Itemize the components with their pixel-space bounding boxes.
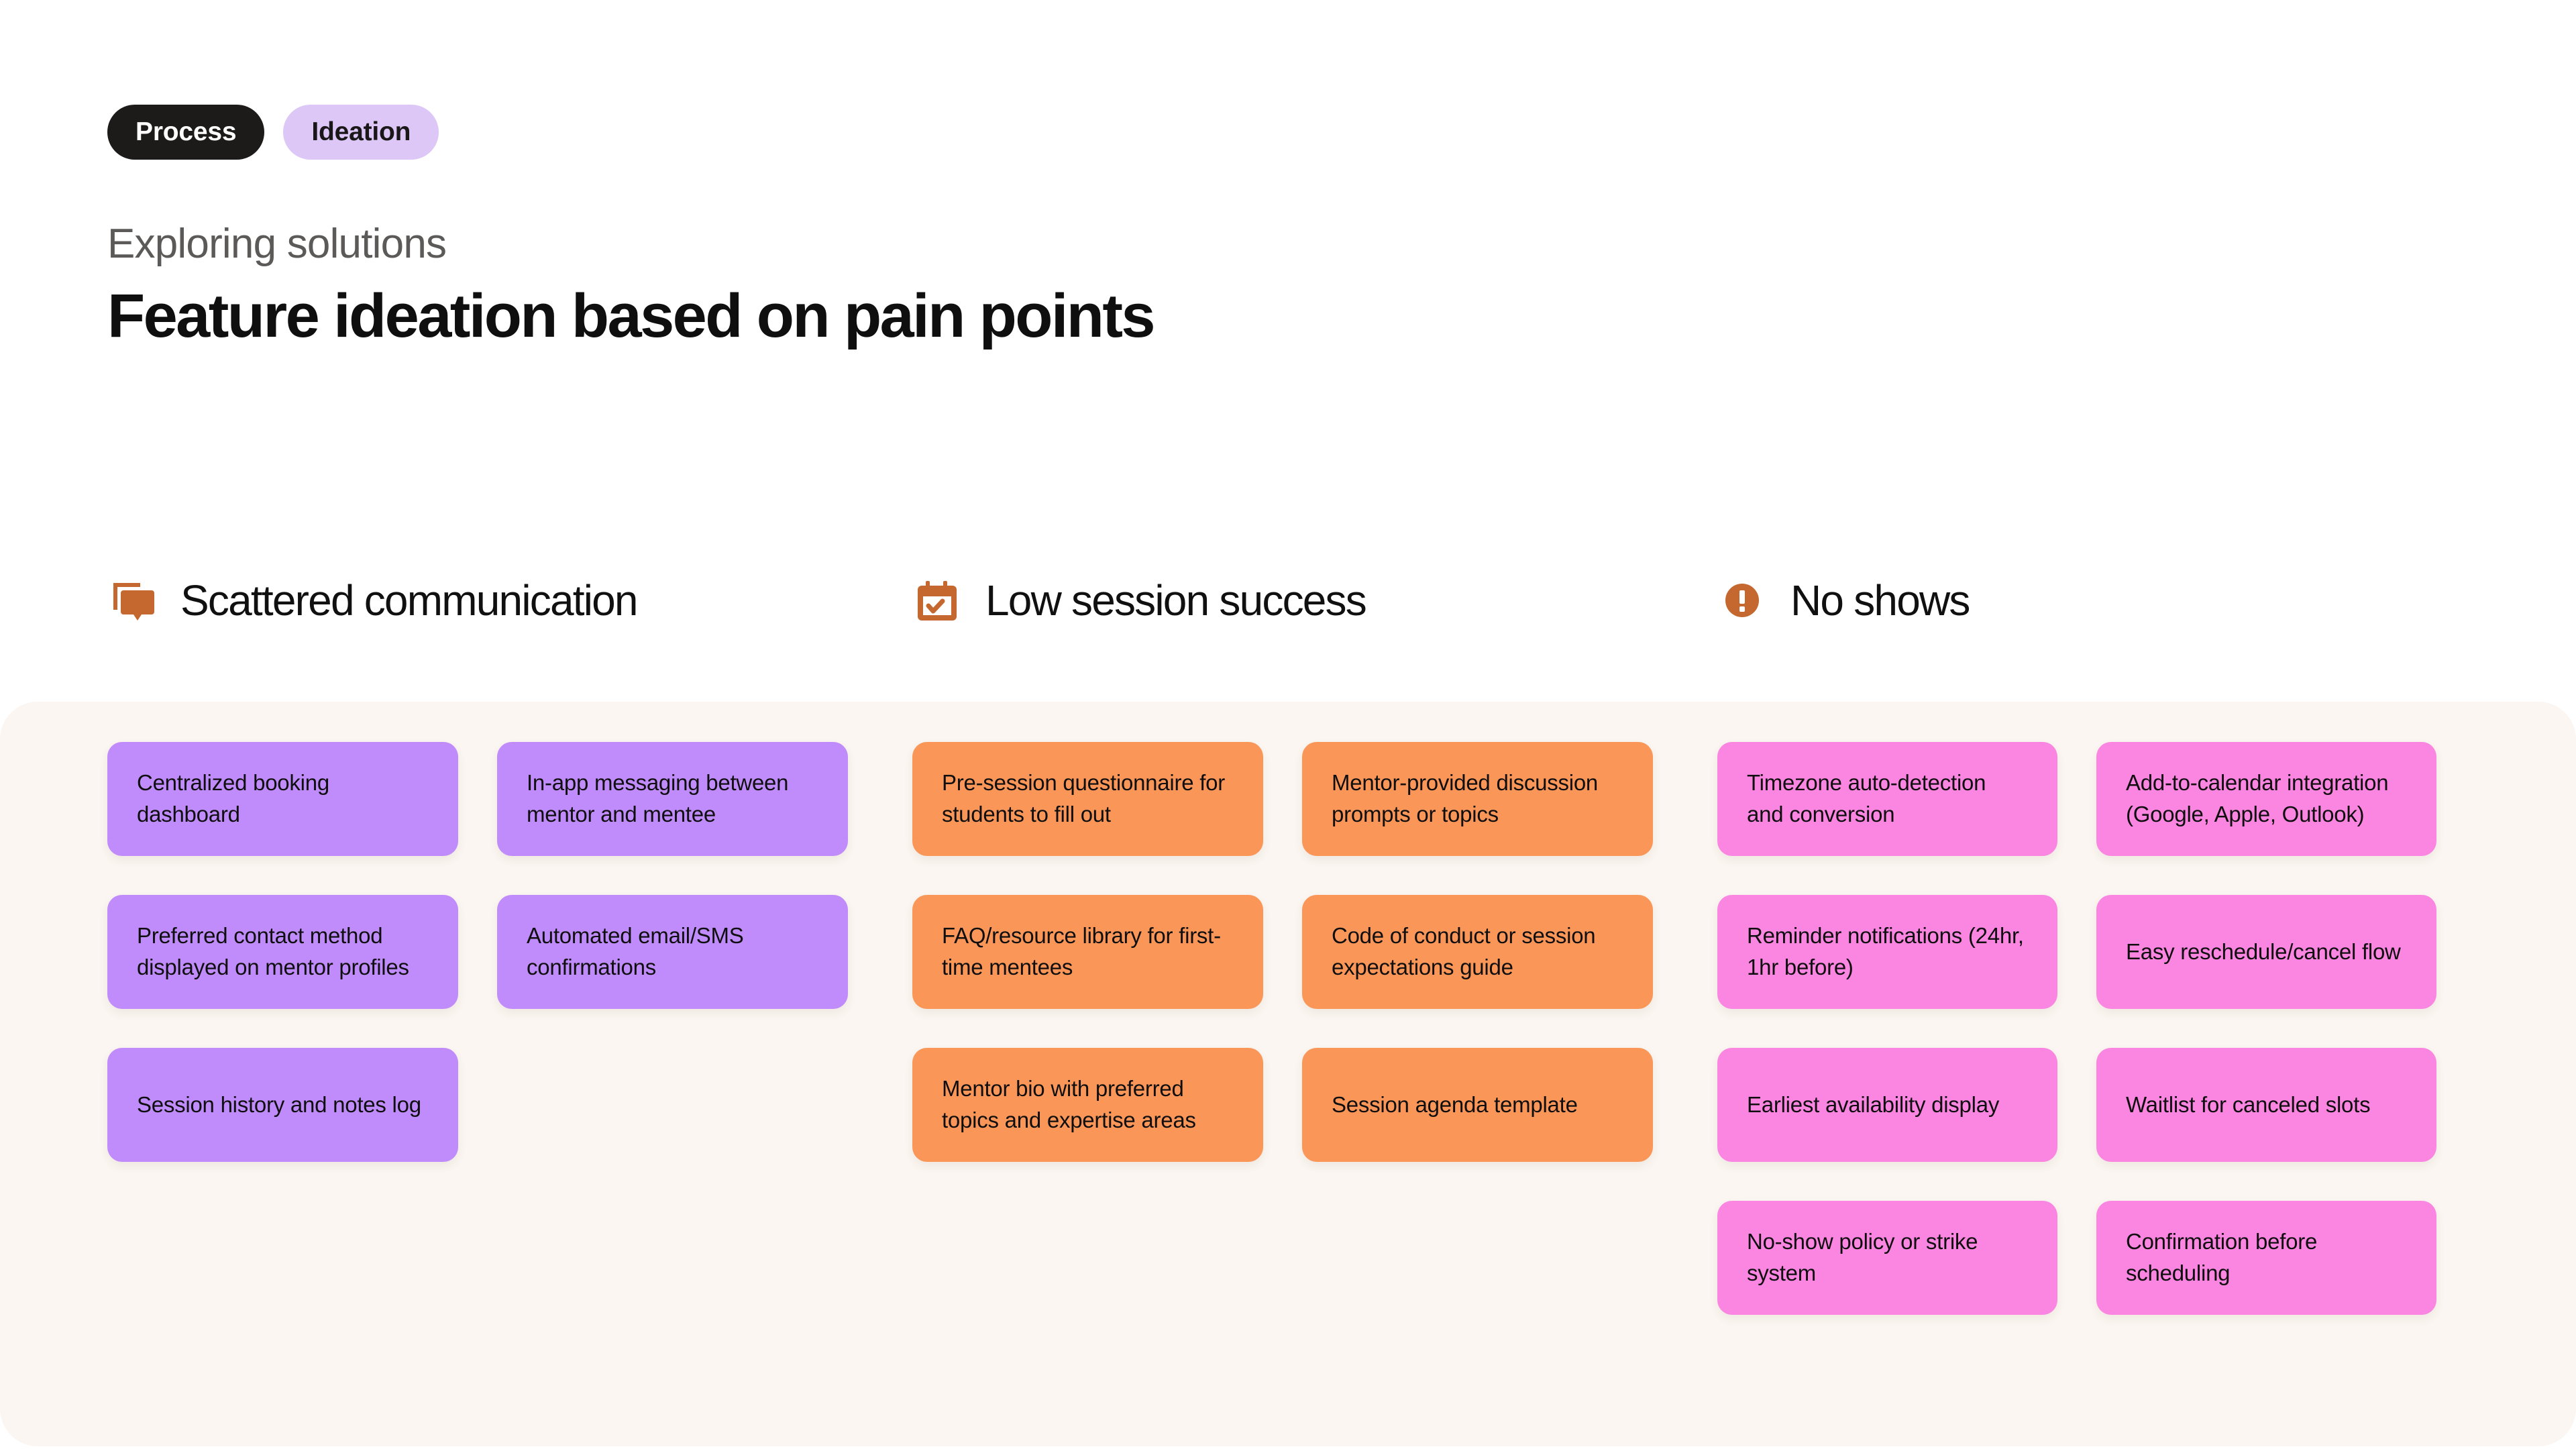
column-title: Scattered communication: [180, 576, 639, 625]
calendar-check-icon: [912, 576, 962, 625]
idea-card[interactable]: Code of conduct or session expectations …: [1302, 895, 1653, 1009]
idea-card-label: Easy reschedule/cancel flow: [2126, 938, 2401, 964]
idea-card[interactable]: No-show policy or strike system: [1717, 1201, 2057, 1315]
pill-process[interactable]: Process: [107, 105, 265, 160]
idea-card-label: Timezone auto-detection and conversion: [1747, 770, 1986, 826]
idea-card[interactable]: Pre-session questionnaire for students t…: [912, 742, 1263, 856]
eyebrow-text: Exploring solutions: [107, 221, 447, 267]
idea-card[interactable]: Earliest availability display: [1717, 1048, 2057, 1162]
idea-card[interactable]: Centralized booking dashboard: [107, 742, 458, 856]
column-header-no-shows: No shows: [1717, 576, 2475, 625]
idea-card[interactable]: Automated email/SMS confirmations: [497, 895, 848, 1009]
card-column-no-shows: Timezone auto-detection and conversion A…: [1717, 742, 2475, 1315]
idea-card-label: Session agenda template: [1332, 1091, 1578, 1117]
column-title: No shows: [1790, 576, 1970, 625]
idea-card-label: Add-to-calendar integration (Google, App…: [2126, 770, 2389, 826]
column-title: Low session success: [985, 576, 1367, 625]
idea-card-label: Centralized booking dashboard: [137, 770, 329, 826]
idea-card-label: Waitlist for canceled slots: [2126, 1091, 2371, 1117]
idea-card[interactable]: Mentor-provided discussion prompts or to…: [1302, 742, 1653, 856]
idea-card-label: Preferred contact method displayed on me…: [137, 923, 409, 979]
idea-card-label: In-app messaging between mentor and ment…: [527, 770, 789, 826]
idea-card-label: Mentor bio with preferred topics and exp…: [942, 1076, 1196, 1132]
pill-ideation[interactable]: Ideation: [283, 105, 439, 160]
idea-card-label: FAQ/resource library for first-time ment…: [942, 923, 1221, 979]
idea-card-label: Reminder notifications (24hr, 1hr before…: [1747, 923, 2024, 979]
alert-circle-icon: [1717, 576, 1767, 625]
idea-card-label: Automated email/SMS confirmations: [527, 923, 744, 979]
pill-process-label: Process: [136, 117, 237, 146]
idea-card[interactable]: Session history and notes log: [107, 1048, 458, 1162]
idea-card[interactable]: Mentor bio with preferred topics and exp…: [912, 1048, 1263, 1162]
idea-card-label: Code of conduct or session expectations …: [1332, 923, 1596, 979]
idea-card[interactable]: Easy reschedule/cancel flow: [2096, 895, 2436, 1009]
page-title: Feature ideation based on pain points: [107, 282, 1156, 350]
idea-card[interactable]: Session agenda template: [1302, 1048, 1653, 1162]
idea-card-label: Earliest availability display: [1747, 1091, 2000, 1117]
idea-card-label: Mentor-provided discussion prompts or to…: [1332, 770, 1599, 826]
idea-card[interactable]: Preferred contact method displayed on me…: [107, 895, 458, 1009]
column-header-row: Scattered communication Low session succ…: [107, 576, 2475, 625]
idea-card-label: Session history and notes log: [137, 1091, 421, 1117]
column-header-low-session-success: Low session success: [912, 576, 1717, 625]
idea-card[interactable]: Reminder notifications (24hr, 1hr before…: [1717, 895, 2057, 1009]
idea-card[interactable]: In-app messaging between mentor and ment…: [497, 742, 848, 856]
chat-bubbles-icon: [107, 576, 157, 625]
idea-card[interactable]: Timezone auto-detection and conversion: [1717, 742, 2057, 856]
idea-card-label: No-show policy or strike system: [1747, 1229, 1978, 1285]
idea-card[interactable]: Confirmation before scheduling: [2096, 1201, 2436, 1315]
idea-card[interactable]: Add-to-calendar integration (Google, App…: [2096, 742, 2436, 856]
idea-card[interactable]: FAQ/resource library for first-time ment…: [912, 895, 1263, 1009]
card-column-low-session-success: Pre-session questionnaire for students t…: [912, 742, 1717, 1315]
idea-card-label: Pre-session questionnaire for students t…: [942, 770, 1225, 826]
ideation-card-grid: Centralized booking dashboard In-app mes…: [107, 742, 2475, 1315]
idea-card-label: Confirmation before scheduling: [2126, 1229, 2318, 1285]
tag-pill-row: Process Ideation: [107, 105, 439, 160]
idea-card[interactable]: Waitlist for canceled slots: [2096, 1048, 2436, 1162]
column-header-scattered-communication: Scattered communication: [107, 576, 912, 625]
card-column-scattered-communication: Centralized booking dashboard In-app mes…: [107, 742, 912, 1315]
pill-ideation-label: Ideation: [311, 117, 411, 146]
